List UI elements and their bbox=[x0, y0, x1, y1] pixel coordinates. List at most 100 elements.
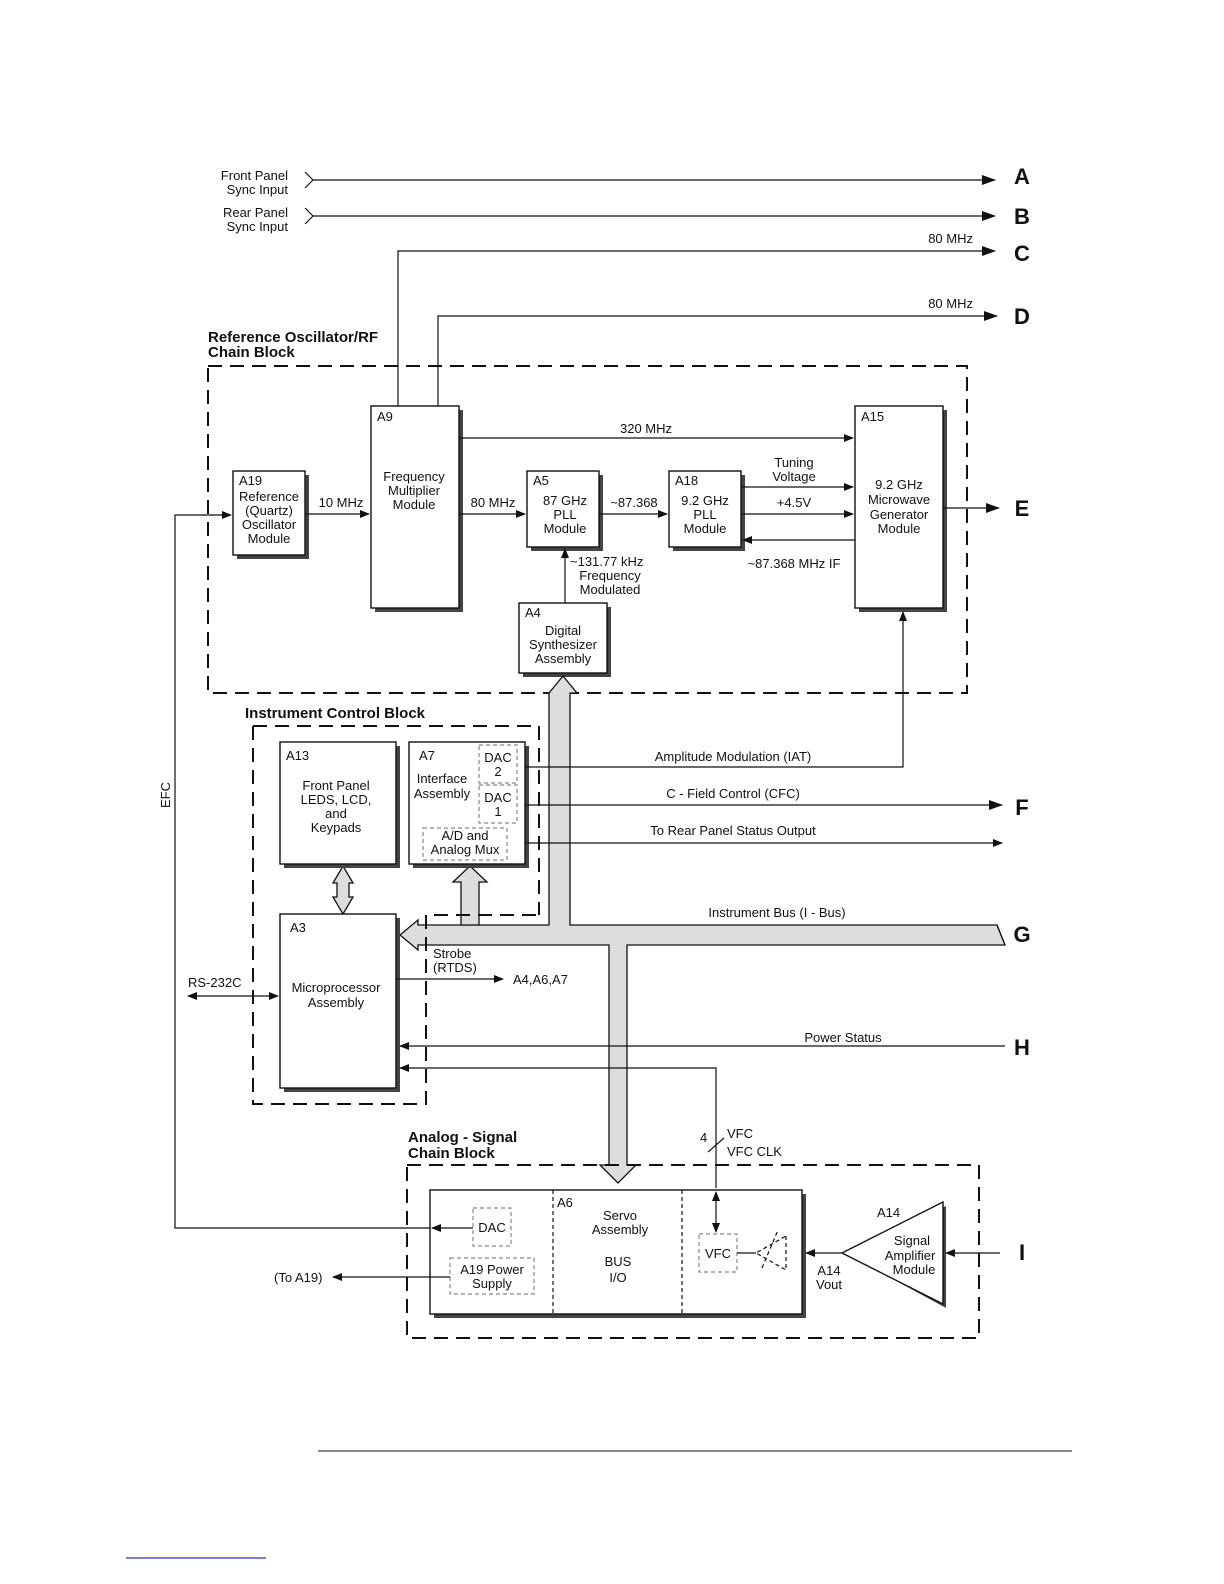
dac1-line-2: 1 bbox=[494, 804, 501, 819]
adc-line-1: A/D and bbox=[442, 828, 489, 843]
module-a9: A9 Frequency Multiplier Module bbox=[370, 405, 463, 612]
label-efc: EFC bbox=[158, 782, 173, 808]
ref-osc-block-title-2: Chain Block bbox=[208, 344, 295, 361]
front-panel-sync-input: Front Panel Sync Input bbox=[221, 168, 996, 197]
label-vfc-count: 4 bbox=[700, 1130, 707, 1145]
analog-block-title-1: Analog - Signal bbox=[408, 1129, 517, 1146]
a5-line-3: Module bbox=[544, 521, 587, 536]
output-label-h: H bbox=[1014, 1035, 1030, 1060]
label-power-status: Power Status bbox=[804, 1030, 882, 1045]
a18-id: A18 bbox=[675, 473, 698, 488]
adc-line-2: Analog Mux bbox=[431, 842, 500, 857]
a15-line-3: Generator bbox=[870, 507, 929, 522]
a13-line-4: Keypads bbox=[311, 820, 362, 835]
a6-bus-2: I/O bbox=[609, 1270, 626, 1285]
a9-id: A9 bbox=[377, 409, 393, 424]
label-khz-3: Modulated bbox=[580, 582, 641, 597]
a18-line-2: PLL bbox=[693, 507, 716, 522]
line-efc bbox=[174, 511, 430, 1229]
a7-id: A7 bbox=[419, 748, 435, 763]
label-a14-vout-1: A14 bbox=[817, 1263, 840, 1278]
a13-line-3: and bbox=[325, 806, 347, 821]
front-panel-label-2: Sync Input bbox=[227, 182, 289, 197]
label-rear-status: To Rear Panel Status Output bbox=[650, 823, 816, 838]
a19-line-1: Reference bbox=[239, 489, 299, 504]
bus-arrow-a13-a3 bbox=[331, 864, 355, 916]
module-a15: A15 9.2 GHz Microwave Generator Module bbox=[854, 405, 947, 612]
dac1-block bbox=[478, 784, 518, 824]
a15-line-2: Microwave bbox=[868, 492, 930, 507]
rear-panel-label-1: Rear Panel bbox=[223, 205, 288, 220]
output-label-b: B bbox=[1014, 204, 1030, 229]
output-label-f: F bbox=[1015, 795, 1028, 820]
a6-line-1: Servo bbox=[603, 1208, 637, 1223]
rear-panel-label-2: Sync Input bbox=[227, 219, 289, 234]
dac2-line-2: 2 bbox=[494, 764, 501, 779]
label-if: ~87.368 MHz IF bbox=[748, 556, 841, 571]
a9-line-3: Module bbox=[393, 497, 436, 512]
module-a3: A3 Microprocessor Assembly bbox=[279, 913, 400, 1092]
label-320mhz: 320 MHz bbox=[620, 421, 672, 436]
label-khz-1: ~131.77 kHz bbox=[570, 554, 643, 569]
label-ibus: Instrument Bus (I - Bus) bbox=[708, 905, 845, 920]
label-to-a19: (To A19) bbox=[274, 1270, 322, 1285]
module-a4: A4 Digital Synthesizer Assembly bbox=[518, 602, 611, 677]
output-label-d: D bbox=[1014, 304, 1030, 329]
input-label-i: I bbox=[1019, 1240, 1025, 1265]
label-tuning-2: Voltage bbox=[772, 469, 815, 484]
a19-power-line-1: A19 Power bbox=[460, 1262, 524, 1277]
label-vfc-2: VFC CLK bbox=[727, 1144, 782, 1159]
label-80mhz-d: 80 MHz bbox=[928, 296, 973, 311]
ref-osc-block-title-1: Reference Oscillator/RF bbox=[208, 329, 378, 346]
a4-id: A4 bbox=[525, 605, 541, 620]
a14-line-2: Amplifier bbox=[885, 1248, 936, 1263]
label-80mhz-a5: 80 MHz bbox=[471, 495, 516, 510]
label-tuning-1: Tuning bbox=[774, 455, 813, 470]
a4-line-3: Assembly bbox=[535, 651, 592, 666]
a5-id: A5 bbox=[533, 473, 549, 488]
label-rs232: RS-232C bbox=[188, 975, 241, 990]
a14-id: A14 bbox=[877, 1205, 900, 1220]
line-vfc bbox=[399, 1064, 717, 1188]
a13-line-2: LEDS, LCD, bbox=[301, 792, 372, 807]
analog-block-boundary bbox=[406, 1164, 980, 1339]
a15-line-1: 9.2 GHz bbox=[875, 477, 923, 492]
module-a14: A14 Signal Amplifier Module bbox=[840, 1200, 946, 1308]
a7-line-1: Interface bbox=[417, 771, 468, 786]
a19-line-3: Oscillator bbox=[242, 517, 297, 532]
a6-dac-block bbox=[472, 1207, 512, 1247]
output-label-g: G bbox=[1013, 922, 1030, 947]
instr-ctrl-boundary-rest bbox=[252, 726, 539, 1105]
a18-line-1: 9.2 GHz bbox=[681, 493, 729, 508]
label-87368: ~87.368 bbox=[610, 495, 657, 510]
a4-line-1: Digital bbox=[545, 623, 581, 638]
a19-power-line-2: Supply bbox=[472, 1276, 512, 1291]
module-a6: A6 Servo Assembly BUS I/O DAC A19 Power … bbox=[429, 1189, 806, 1318]
front-panel-label-1: Front Panel bbox=[221, 168, 288, 183]
a7-line-2: Assembly bbox=[414, 786, 471, 801]
output-label-c: C bbox=[1014, 241, 1030, 266]
a19-line-2: (Quartz) bbox=[245, 503, 293, 518]
output-label-e: E bbox=[1015, 496, 1030, 521]
a6-line-2: Assembly bbox=[592, 1222, 649, 1237]
label-strobe-2: (RTDS) bbox=[433, 960, 477, 975]
dac2-block bbox=[478, 744, 518, 784]
output-label-a: A bbox=[1014, 164, 1030, 189]
rear-panel-sync-input: Rear Panel Sync Input bbox=[223, 205, 996, 234]
a3-line-1: Microprocessor bbox=[292, 980, 382, 995]
a13-line-1: Front Panel bbox=[302, 778, 369, 793]
label-10mhz: 10 MHz bbox=[319, 495, 364, 510]
a6-bus-1: BUS bbox=[605, 1254, 632, 1269]
label-cfield: C - Field Control (CFC) bbox=[666, 786, 800, 801]
instr-ctrl-block-title: Instrument Control Block bbox=[245, 705, 426, 722]
a15-line-4: Module bbox=[878, 521, 921, 536]
label-amp-mod: Amplitude Modulation (IAT) bbox=[655, 749, 812, 764]
module-a18: A18 9.2 GHz PLL Module bbox=[668, 470, 745, 551]
a19-id: A19 bbox=[239, 473, 262, 488]
label-a14-vout-2: Vout bbox=[816, 1277, 842, 1292]
a3-id: A3 bbox=[290, 920, 306, 935]
a3-line-2: Assembly bbox=[308, 995, 365, 1010]
line-80mhz-d bbox=[437, 311, 998, 407]
vfc-label: VFC bbox=[705, 1246, 731, 1261]
